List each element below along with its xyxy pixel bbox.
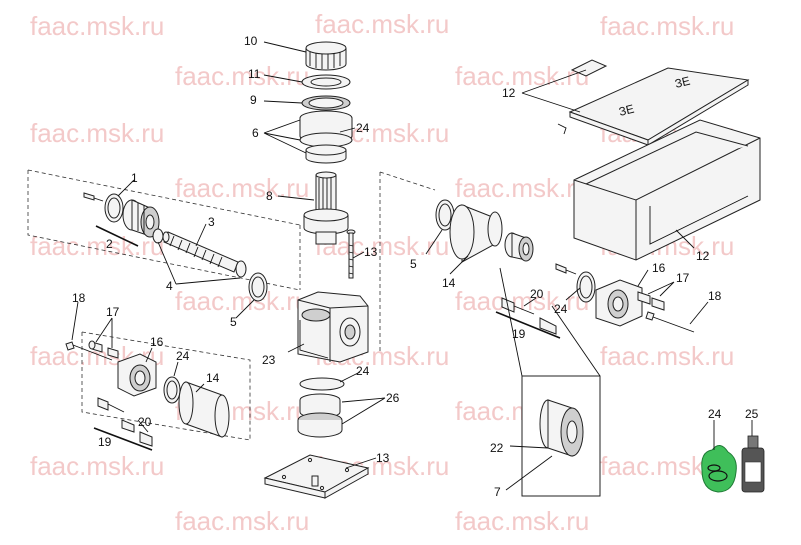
leader-lines [71,41,753,491]
watermark: faac.msk.ru [175,506,309,536]
part-14-cylinder-left [178,381,230,438]
label-part-12: 12 [696,249,710,263]
label-part-18: 18 [708,289,722,303]
part-24-seal-kit [701,445,737,493]
label-part-23: 23 [262,353,276,367]
part-screw-small-right [555,263,577,275]
label-part-10: 10 [244,34,258,48]
label-part-19: 19 [98,435,112,449]
part-screw-small-left [83,192,104,202]
label-part-4: 4 [166,279,173,293]
svg-text:ЗЕ: ЗЕ [617,102,635,119]
part-10-bearing [305,41,347,71]
label-part-20: 20 [530,287,544,301]
watermark: faac.msk.ru [175,286,309,316]
watermark: faac.msk.ru [455,286,589,316]
watermark: faac.msk.ru [30,11,164,41]
label-part-2: 2 [106,237,113,251]
label-part-6: 6 [252,126,259,140]
label-part-11: 11 [248,67,261,81]
label-part-8: 8 [266,189,273,203]
part-16-end-cap-right [595,279,643,327]
label-part-18: 18 [72,291,86,305]
part-2-piston-right [504,232,534,262]
label-part-19: 19 [512,327,526,341]
label-part-5: 5 [230,315,237,329]
label-part-24: 24 [176,349,190,363]
part-11-washer [301,74,351,90]
label-part-24: 24 [554,302,568,316]
label-part-1: 1 [131,171,138,185]
watermark: faac.msk.ru [455,61,589,91]
part-1-oring-left [104,193,124,223]
svg-text:ЗЕ: ЗЕ [673,74,691,91]
watermark: faac.msk.ru [30,451,164,481]
part-2-piston-head [122,199,160,238]
part-9-seal [301,95,351,111]
label-part-17: 17 [106,305,120,319]
part-5-oring-right [435,199,455,231]
watermark: faac.msk.ru [315,9,449,39]
label-part-3: 3 [208,215,215,229]
part-17-caps-right [637,291,665,311]
label-part-20: 20 [138,415,152,429]
label-part-9: 9 [250,93,257,107]
label-part-26: 26 [386,391,400,405]
part-25-oil-bottle [741,435,765,493]
part-14-cylinder-right [449,204,503,263]
watermark: faac.msk.ru [315,231,449,261]
part-18-bolt-right [645,311,695,333]
part-26-bearing-lower [297,393,343,438]
label-part-17: 17 [676,271,690,285]
part-8-shaft [303,171,349,245]
label-part-25: 25 [745,407,759,421]
part-22-gear-detail-frame [499,267,601,497]
label-part-13: 13 [364,245,378,259]
part-13-base-plate [263,454,370,499]
part-number-labels: 10 11 9 6 24 8 13 23 24 26 13 1 2 3 4 5 … [72,34,759,499]
part-3-piston-rack [162,231,239,273]
label-part-24: 24 [356,121,370,135]
label-part-16: 16 [652,261,666,275]
label-part-24: 24 [356,364,370,378]
part-18-bolt-left [65,341,113,361]
assembly-guides [27,169,436,441]
label-part-12: 12 [502,86,516,100]
watermark: faac.msk.ru [30,118,164,148]
watermark: faac.msk.ru [455,173,589,203]
part-23-gear-housing [297,291,369,363]
watermark: faac.msk.ru [455,506,589,536]
label-part-14: 14 [442,276,456,290]
part-24-seal-lower [299,377,345,391]
part-24-oring-right [576,271,596,303]
label-part-7: 7 [494,485,501,499]
part-5-oring-left [248,272,268,302]
part-24-oring-left [163,376,181,404]
part-16-end-cap-left [117,353,157,397]
label-part-13: 13 [376,451,390,465]
label-part-16: 16 [150,335,164,349]
part-19-20-bleed-left [97,397,153,447]
part-17-caps-left [88,340,119,359]
label-part-24: 24 [708,407,722,421]
part-6-bushing [299,110,353,164]
label-part-5: 5 [410,257,417,271]
part-12-housing-box [573,119,761,261]
watermark: faac.msk.ru [600,11,734,41]
part-4-oring-pair [152,228,247,278]
part-13-screw [346,229,356,279]
label-part-14: 14 [206,371,220,385]
watermark: faac.msk.ru [175,173,309,203]
watermark: faac.msk.ru [30,231,164,261]
part-19-20-bleed-right [501,297,557,335]
label-part-22: 22 [490,441,504,455]
watermark: faac.msk.ru [600,341,734,371]
watermark: faac.msk.ru [175,61,309,91]
